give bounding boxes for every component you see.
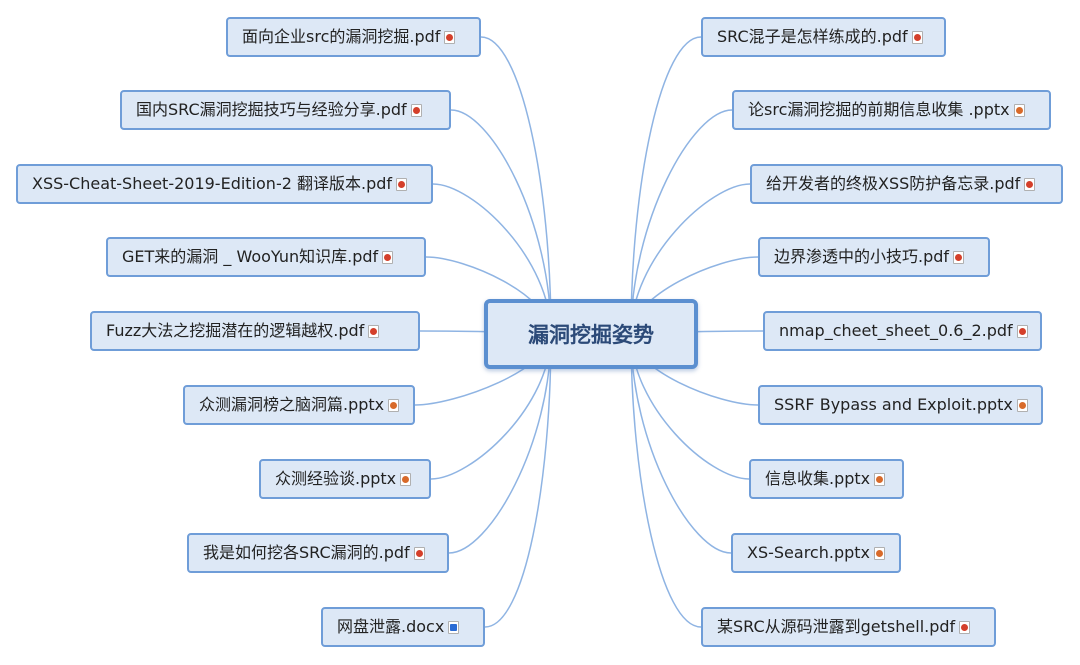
central-topic[interactable]: 漏洞挖掘姿势 xyxy=(484,299,698,369)
right-topic-9[interactable]: 某SRC从源码泄露到getshell.pdf xyxy=(701,607,996,647)
pptx-file-icon[interactable] xyxy=(874,546,885,560)
left-topic-2[interactable]: 国内SRC漏洞挖掘技巧与经验分享.pdf xyxy=(120,90,451,130)
pdf-file-icon[interactable] xyxy=(410,103,422,117)
connector-line xyxy=(630,36,702,335)
topic-label: Fuzz大法之挖掘潜在的逻辑越权.pdf xyxy=(106,321,365,340)
right-topic-7[interactable]: 信息收集.pptx xyxy=(749,459,904,499)
topic-label: nmap_cheet_sheet_0.6_2.pdf xyxy=(779,321,1013,340)
topic-label: 信息收集.pptx xyxy=(765,469,871,488)
right-topic-6[interactable]: SSRF Bypass and Exploit.pptx xyxy=(758,385,1043,425)
pdf-file-icon[interactable] xyxy=(953,250,965,264)
pptx-file-icon[interactable] xyxy=(1013,103,1025,117)
topic-label: 面向企业src的漏洞挖掘.pdf xyxy=(242,27,441,46)
topic-label: 众测经验谈.pptx xyxy=(275,469,397,488)
topic-label: 国内SRC漏洞挖掘技巧与经验分享.pdf xyxy=(136,100,407,119)
pptx-file-icon[interactable] xyxy=(874,472,886,486)
topic-label: GET来的漏洞 _ WooYun知识库.pdf xyxy=(122,247,379,266)
left-topic-3[interactable]: XSS-Cheat-Sheet-2019-Edition-2 翻译版本.pdf xyxy=(16,164,433,204)
pdf-file-icon[interactable] xyxy=(959,620,971,634)
left-topic-9[interactable]: 网盘泄露.docx xyxy=(321,607,485,647)
connector-line xyxy=(630,333,702,628)
pdf-file-icon[interactable] xyxy=(413,546,425,560)
pptx-file-icon[interactable] xyxy=(400,472,412,486)
topic-label: XSS-Cheat-Sheet-2019-Edition-2 翻译版本.pdf xyxy=(32,174,393,193)
left-topic-4[interactable]: GET来的漏洞 _ WooYun知识库.pdf xyxy=(106,237,426,277)
right-topic-2[interactable]: 论src漏洞挖掘的前期信息收集 .pptx xyxy=(732,90,1051,130)
pdf-file-icon[interactable] xyxy=(382,250,394,264)
right-topic-1[interactable]: SRC混子是怎样练成的.pdf xyxy=(701,17,946,57)
topic-label: 某SRC从源码泄露到getshell.pdf xyxy=(717,617,956,636)
docx-file-icon[interactable] xyxy=(448,620,460,634)
left-topic-7[interactable]: 众测经验谈.pptx xyxy=(259,459,431,499)
topic-label: 给开发者的终极XSS防护备忘录.pdf xyxy=(766,174,1021,193)
connector-line xyxy=(630,333,732,554)
connector-line xyxy=(448,333,552,554)
pptx-file-icon[interactable] xyxy=(388,398,400,412)
topic-label: 我是如何挖各SRC漏洞的.pdf xyxy=(203,543,410,562)
pdf-file-icon[interactable] xyxy=(1024,177,1036,191)
pdf-file-icon[interactable] xyxy=(444,30,456,44)
left-topic-5[interactable]: Fuzz大法之挖掘潜在的逻辑越权.pdf xyxy=(90,311,420,351)
topic-label: SSRF Bypass and Exploit.pptx xyxy=(774,395,1013,414)
pdf-file-icon[interactable] xyxy=(368,324,380,338)
pptx-file-icon[interactable] xyxy=(1016,398,1028,412)
connector-line xyxy=(480,36,552,335)
topic-label: 论src漏洞挖掘的前期信息收集 .pptx xyxy=(748,100,1010,119)
left-topic-6[interactable]: 众测漏洞榜之脑洞篇.pptx xyxy=(183,385,415,425)
topic-label: 边界渗透中的小技巧.pdf xyxy=(774,247,950,266)
central-topic-label: 漏洞挖掘姿势 xyxy=(528,323,654,347)
connector-line xyxy=(484,333,552,628)
left-topic-8[interactable]: 我是如何挖各SRC漏洞的.pdf xyxy=(187,533,449,573)
left-topic-1[interactable]: 面向企业src的漏洞挖掘.pdf xyxy=(226,17,481,57)
topic-label: XS-Search.pptx xyxy=(747,543,870,562)
pdf-file-icon[interactable] xyxy=(1016,324,1028,338)
topic-label: 网盘泄露.docx xyxy=(337,617,445,636)
right-topic-3[interactable]: 给开发者的终极XSS防护备忘录.pdf xyxy=(750,164,1063,204)
right-topic-5[interactable]: nmap_cheet_sheet_0.6_2.pdf xyxy=(763,311,1042,351)
topic-label: SRC混子是怎样练成的.pdf xyxy=(717,27,908,46)
pdf-file-icon[interactable] xyxy=(911,30,923,44)
right-topic-4[interactable]: 边界渗透中的小技巧.pdf xyxy=(758,237,990,277)
pdf-file-icon[interactable] xyxy=(396,177,408,191)
right-topic-8[interactable]: XS-Search.pptx xyxy=(731,533,901,573)
connector-line xyxy=(450,109,552,335)
connector-line xyxy=(630,109,733,335)
topic-label: 众测漏洞榜之脑洞篇.pptx xyxy=(199,395,385,414)
